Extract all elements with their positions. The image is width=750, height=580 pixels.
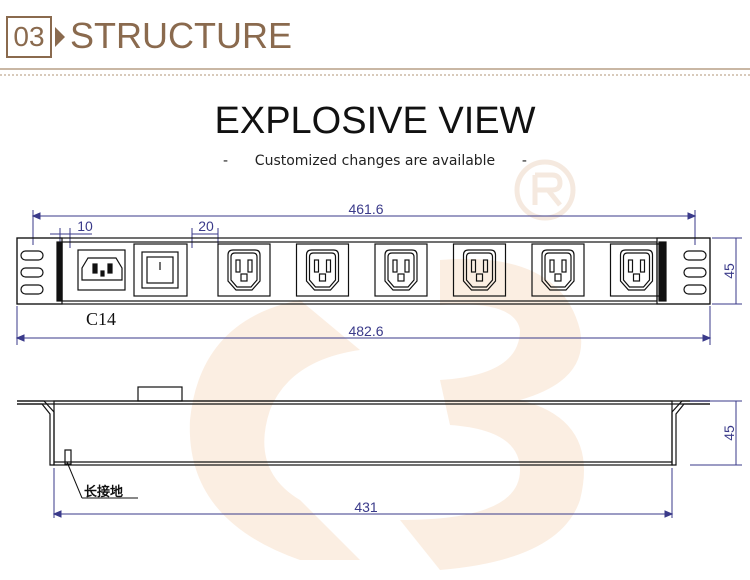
view-title: EXPLOSIVE VIEW [214,100,536,142]
section-header: 03 STRUCTURE [0,0,750,80]
watermark-logo [189,159,584,570]
inlet-label: C14 [86,309,116,329]
dimension-431 [52,468,674,518]
ground-leader [66,461,138,499]
section-number: 03 [6,16,52,58]
dimension-label-482-6: 482.6 [348,323,383,339]
dimension-label-45-front: 45 [721,263,737,279]
dimension-482-6 [15,306,712,345]
dimension-label-10: 10 [77,218,93,234]
view-subtitle: - Customized changes are available - [223,153,527,169]
dimension-label-461-6: 461.6 [348,201,383,217]
c13-socket [531,243,585,297]
dimension-label-45-side: 45 [721,425,737,441]
dimension-45-side [690,400,742,466]
c13-socket [452,243,507,297]
c13-socket [295,243,350,297]
dimension-461-6 [31,210,697,245]
ground-label: 长接地 [84,484,123,500]
section-title: STRUCTURE [70,15,292,56]
c13-socket [217,243,271,297]
c13-socket [374,243,428,297]
c13-socket [609,243,664,297]
dimension-45-front [712,237,742,305]
arrow-icon [55,27,65,47]
header-divider [0,68,750,70]
c14-inlet [77,249,126,291]
header-dotted-divider [0,74,750,76]
front-panel [16,237,711,305]
dimension-label-431: 431 [354,499,378,515]
power-switch [133,243,188,297]
side-view [17,386,710,466]
socket-group [217,243,664,297]
dimension-label-20: 20 [198,218,214,234]
